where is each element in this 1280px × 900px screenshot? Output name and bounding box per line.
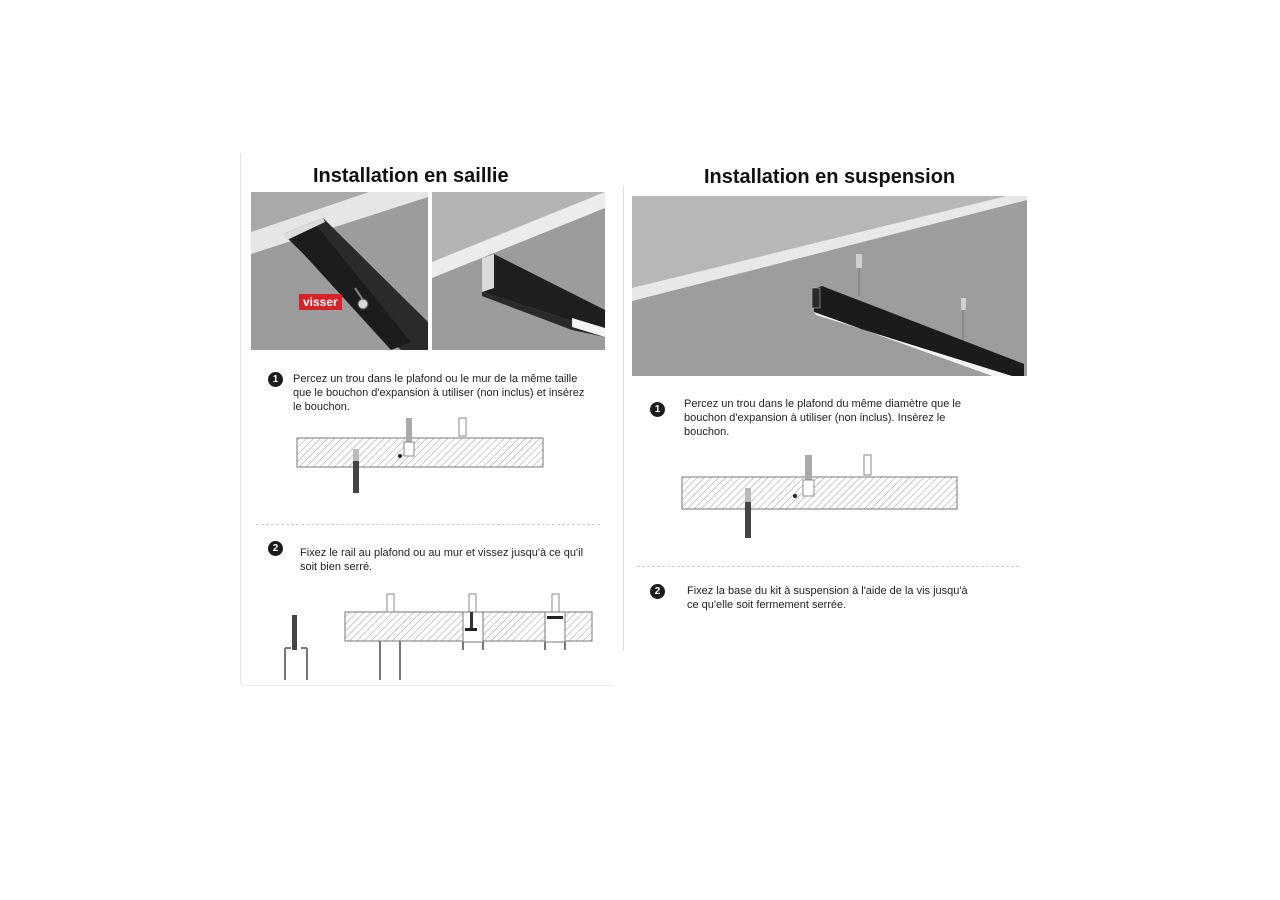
rail-fixing-diagram — [280, 590, 600, 682]
rail-mounted-illustration — [432, 192, 605, 350]
rail-screw-photo — [251, 192, 428, 350]
drilling-diagram-surface — [290, 412, 550, 496]
rail-screw-illustration — [251, 192, 428, 350]
visser-label: visser — [299, 294, 342, 310]
step-1-text: Percez un trou dans le plafond du même d… — [684, 398, 961, 438]
suspended-light-illustration — [632, 196, 1027, 376]
step-divider — [256, 524, 600, 525]
suspension-installation-title: Installation en suspension — [704, 166, 956, 188]
suspended-light-photo — [632, 196, 1027, 376]
step-1-text: Percez un trou dans le plafond ou le mur… — [293, 373, 585, 413]
step-divider — [637, 566, 1019, 567]
drilling-diagram-suspension — [675, 450, 965, 542]
rail-mounted-photo — [432, 192, 605, 350]
step-1-badge: 1 — [268, 372, 283, 387]
step-2-badge: 2 — [650, 584, 665, 599]
surface-installation-title: Installation en saillie — [313, 165, 509, 187]
step-2-text: Fixez le rail au plafond ou au mur et vi… — [300, 547, 584, 573]
step-2-badge: 2 — [268, 541, 283, 556]
step-2-text: Fixez la base du kit à suspension à l'ai… — [687, 585, 968, 611]
step-1-badge: 1 — [650, 402, 665, 417]
